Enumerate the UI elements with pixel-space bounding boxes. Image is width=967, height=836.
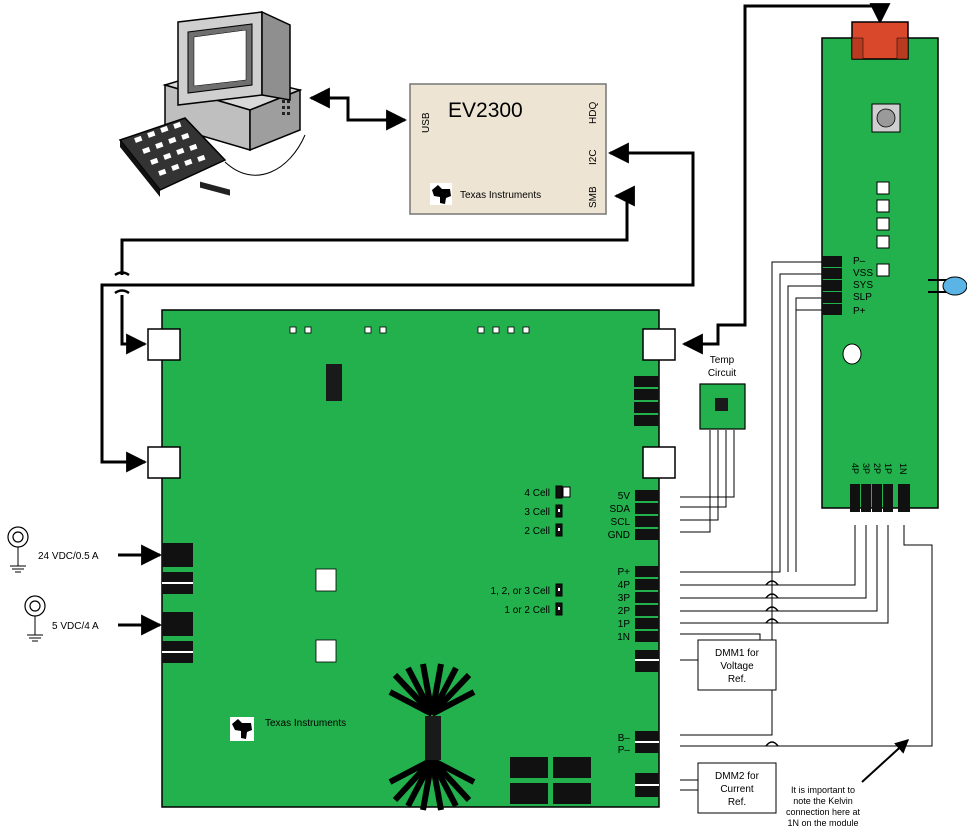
dmm1-line1: DMM1 for (715, 648, 760, 659)
module-pin-vss: VSS (853, 268, 873, 279)
header-label-scl: SCL (611, 517, 631, 528)
header-label-1p: 1P (618, 619, 631, 630)
jumper-label-123cell: 1, 2, or 3 Cell (491, 586, 550, 597)
supply-terminal-icon (24, 595, 46, 642)
module-pin-4p: 4P (850, 463, 860, 474)
ev2300-port-i2c: I2C (588, 149, 599, 165)
note-line2: note the Kelvin (793, 796, 853, 806)
module-pin-p-minus: P– (853, 256, 866, 267)
led-icon (928, 276, 967, 296)
supply-terminal-icon (7, 526, 29, 573)
jumper-label-12cell: 1 or 2 Cell (504, 605, 550, 616)
note-line1: It is important to (791, 785, 855, 795)
module-pin-3p: 3P (861, 463, 871, 474)
computer-icon (118, 10, 306, 197)
supply-24v-label: 24 VDC/0.5 A (38, 551, 99, 562)
battery-module-board: P– VSS SYS SLP P+ 4P 3P 2P 1P 1N (821, 21, 967, 512)
ti-logo-icon (430, 183, 452, 205)
temp-circuit: Temp Circuit (699, 355, 746, 430)
header-label-2p: 2P (618, 606, 631, 617)
module-pin-sys: SYS (853, 280, 873, 291)
ev2300-interface-box: EV2300 USB HDQ I2C SMB Texas Instruments (409, 83, 607, 215)
ev2300-port-usb: USB (421, 112, 432, 133)
note-line3: connection here at (786, 807, 861, 817)
ev2300-title: EV2300 (448, 99, 523, 122)
dmm2-box: DMM2 for Current Ref. (697, 762, 777, 814)
header-label-5v: 5V (618, 491, 631, 502)
dmm1-line3: Ref. (728, 674, 746, 685)
power-supply-5v: 5 VDC/4 A (24, 595, 99, 642)
jumper-label-3cell: 3 Cell (524, 507, 550, 518)
header-label-b-minus: B– (618, 733, 631, 744)
wiring (100, 3, 933, 791)
jumper-label-2cell: 2 Cell (524, 526, 550, 537)
power-supply-24v: 24 VDC/0.5 A (7, 526, 99, 573)
header-label-p-minus: P– (618, 745, 631, 756)
ev2300-brand: Texas Instruments (460, 190, 541, 201)
supply-5v-label: 5 VDC/4 A (52, 621, 99, 632)
ev2300-port-smb: SMB (588, 186, 599, 208)
header-label-4p: 4P (618, 580, 631, 591)
header-label-sda: SDA (609, 504, 630, 515)
dmm2-line3: Ref. (728, 797, 746, 808)
dmm2-line2: Current (720, 784, 754, 795)
dmm1-line2: Voltage (720, 661, 754, 672)
module-pin-2p: 2P (872, 463, 882, 474)
kelvin-note: It is important to note the Kelvin conne… (786, 785, 861, 828)
module-pin-1n: 1N (898, 463, 908, 475)
ev2300-port-hdq: HDQ (588, 102, 599, 124)
header-label-p-plus: P+ (617, 567, 630, 578)
module-pin-slp: SLP (853, 292, 872, 303)
header-label-3p: 3P (618, 593, 631, 604)
main-evm-board: 4 Cell 3 Cell 2 Cell 1, 2, or 3 Cell 1 o… (147, 309, 676, 811)
header-label-gnd: GND (608, 530, 630, 541)
temp-circuit-line1: Temp (710, 355, 735, 366)
module-pin-p-plus: P+ (853, 306, 866, 317)
dmm1-box: DMM1 for Voltage Ref. (697, 639, 777, 691)
ti-logo-icon (230, 717, 254, 741)
dmm2-line1: DMM2 for (715, 771, 760, 782)
heatsink-icon (388, 663, 476, 811)
temp-circuit-line2: Circuit (708, 368, 737, 379)
jumper-label-4cell: 4 Cell (524, 488, 550, 499)
board-brand: Texas Instruments (265, 718, 346, 729)
header-label-1n: 1N (617, 632, 630, 643)
module-pin-1p: 1P (883, 463, 893, 474)
note-line4: 1N on the module (787, 818, 858, 828)
